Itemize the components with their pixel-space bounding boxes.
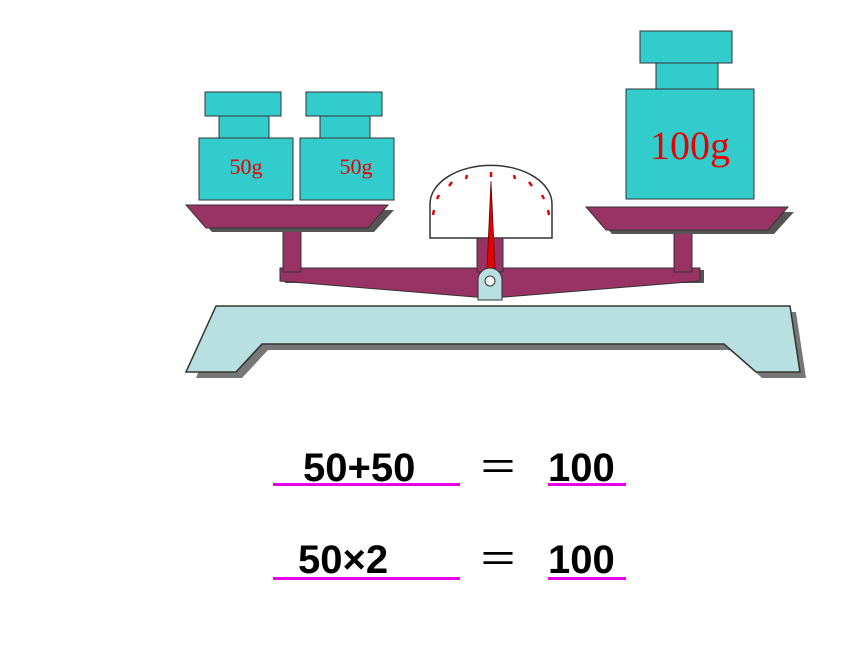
equation-2-lhs-underline (273, 577, 460, 580)
equation-1-equals: ＝ (478, 446, 518, 490)
left-pan (184, 204, 390, 229)
equation-2-rhs-underline (548, 577, 626, 580)
equation-2-lhs: 50×2 (298, 538, 389, 582)
right-weight-label: 100g (650, 123, 730, 168)
equation-1-rhs: 100 (548, 446, 615, 490)
left-post (282, 225, 302, 273)
equation-1-rhs-underline (548, 483, 626, 486)
equation-2-equals: ＝ (478, 538, 518, 582)
scale-dial (429, 164, 553, 273)
equation-2-rhs: 100 (548, 538, 615, 582)
left-weight-1-label: 50g (230, 154, 263, 179)
left-weight-2-label: 50g (340, 154, 373, 179)
dial-tick-marks (431, 172, 551, 216)
pivot (477, 267, 503, 301)
left-weight-1: 50g (198, 91, 294, 201)
right-weight: 100g (625, 30, 755, 200)
right-pan (584, 206, 790, 231)
equation-1-lhs-underline (273, 483, 460, 486)
equation-1-lhs: 50+50 (303, 446, 416, 490)
scale-base (184, 305, 801, 373)
left-weight-2: 50g (299, 91, 395, 201)
